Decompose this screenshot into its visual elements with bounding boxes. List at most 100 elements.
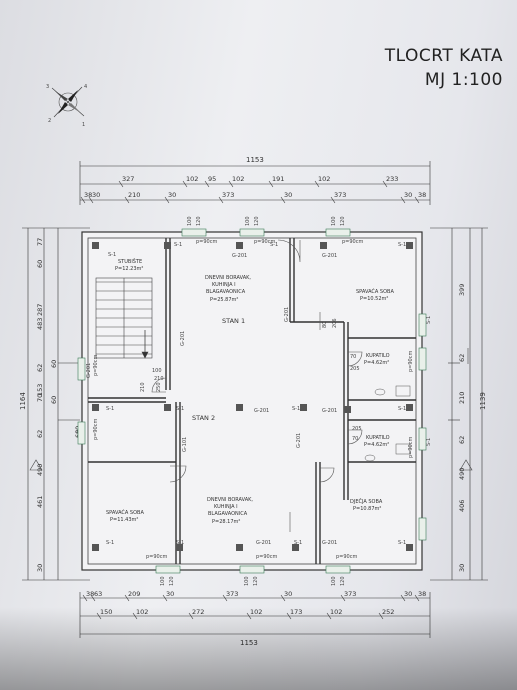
svg-text:BLAGAVAONICA: BLAGAVAONICA xyxy=(206,289,246,295)
svg-text:P=4.62m²: P=4.62m² xyxy=(364,360,389,366)
tag-window-height: 120 xyxy=(340,216,346,226)
dim-tick xyxy=(124,196,130,204)
dim-tick xyxy=(188,612,194,620)
tag-s1: S-1 xyxy=(426,316,432,324)
dim-value: 233 xyxy=(386,175,398,183)
room-djecja: DJEČJA SOBA P=10.87m² xyxy=(350,498,383,512)
dim-tick xyxy=(286,612,292,620)
dim-value: 63 xyxy=(94,590,102,598)
tag-g201: G-201 xyxy=(322,408,337,414)
tag-window-height: 120 xyxy=(169,576,175,586)
svg-text:2: 2 xyxy=(48,118,51,124)
dim-tick xyxy=(96,612,102,620)
dim-value: 373 xyxy=(334,191,346,199)
dim-value: 102 xyxy=(186,175,198,183)
dim-value: 252 xyxy=(382,608,394,616)
tag-g201: G-201 xyxy=(86,363,92,378)
tag-door-width: 100 xyxy=(152,368,162,374)
tag-p90: p=90cm xyxy=(408,437,414,458)
tag-window-height: 120 xyxy=(253,576,259,586)
dim-value: 38 xyxy=(418,191,426,199)
svg-text:SPAVAĆA SOBA: SPAVAĆA SOBA xyxy=(356,288,394,295)
dim-tick xyxy=(218,196,224,204)
north-arrow-icon: 3 4 2 1 xyxy=(46,84,87,128)
dim-value: 70 xyxy=(36,394,44,402)
column-pillar xyxy=(344,406,351,413)
tag-door-width: 80 xyxy=(322,322,328,328)
dim-value: 30 xyxy=(458,564,466,572)
dim-tick xyxy=(80,196,86,204)
tag-p90: p=90cm xyxy=(93,355,99,376)
dim-tick xyxy=(228,180,234,188)
dim-value: 373 xyxy=(222,191,234,199)
column-pillar xyxy=(406,404,413,411)
windows xyxy=(77,228,427,574)
dim-value: 483 xyxy=(36,318,44,330)
tag-g101: G-101 xyxy=(182,437,188,452)
tag-door-height: 205 xyxy=(350,366,360,372)
svg-text:KUPATILO: KUPATILO xyxy=(366,353,390,359)
column-pillar xyxy=(300,404,307,411)
dim-value: 173 xyxy=(290,608,302,616)
dim-tick xyxy=(378,612,384,620)
dim-tick xyxy=(88,196,94,204)
tag-g201: G-201 xyxy=(322,253,337,259)
room-kupatilo-1: KUPATILO P=4.62m² xyxy=(364,353,390,366)
columns xyxy=(92,242,413,551)
dim-value: 38 xyxy=(86,590,94,598)
doors xyxy=(151,239,363,532)
dim-value: 62 xyxy=(458,436,466,444)
dim-value: 77 xyxy=(36,238,44,246)
dim-tick xyxy=(82,594,88,602)
svg-text:4: 4 xyxy=(84,84,87,90)
dim-value: 209 xyxy=(128,590,140,598)
tag-p90: p=90cm xyxy=(408,351,414,372)
svg-text:P=10.52m²: P=10.52m² xyxy=(360,296,388,302)
dim-tick xyxy=(330,196,336,204)
dim-tick xyxy=(164,196,170,204)
dim-value: 102 xyxy=(136,608,148,616)
tag-window-width: 100 xyxy=(187,216,193,226)
dim-value: 30 xyxy=(284,191,292,199)
dim-left-total: 1164 xyxy=(19,392,27,410)
dim-value: 490 xyxy=(458,468,466,480)
column-pillar xyxy=(92,544,99,551)
dim-bottom-total: 1153 xyxy=(240,639,258,647)
tag-s1: S-1 xyxy=(398,242,406,248)
section-marker-left-icon xyxy=(29,459,43,471)
tag-window-height: 120 xyxy=(196,216,202,226)
dim-tick xyxy=(182,180,188,188)
svg-text:P=12.23m²: P=12.23m² xyxy=(115,266,143,272)
dim-tick xyxy=(118,180,124,188)
dim-tick xyxy=(246,612,252,620)
tag-window-width: 100 xyxy=(245,216,251,226)
tag-s1: S-1 xyxy=(398,406,406,412)
label-stan-2: STAN 2 xyxy=(192,414,215,422)
label-stan-1: STAN 1 xyxy=(222,317,245,325)
tag-door-height: 205 xyxy=(352,426,362,432)
svg-text:P=25.87m²: P=25.87m² xyxy=(210,297,238,303)
tag-g201: G-201 xyxy=(284,307,290,322)
dim-tick xyxy=(382,180,388,188)
dim-value: 153 xyxy=(36,384,44,396)
tag-p90: p=90cm xyxy=(254,239,275,245)
room-stubiste: STUBIŠTE P=12.23m² xyxy=(115,258,143,272)
tag-window-width: 100 xyxy=(331,576,337,586)
dim-tick xyxy=(90,594,96,602)
column-pillar xyxy=(292,544,299,551)
top-dimensions xyxy=(79,161,431,205)
bathroom-fixtures xyxy=(364,385,411,462)
column-pillar xyxy=(406,242,413,249)
tag-s1: S-1 xyxy=(106,406,114,412)
dim-value: 373 xyxy=(344,590,356,598)
dim-value: 62 xyxy=(36,364,44,372)
tag-g201: G-201 xyxy=(254,408,269,414)
svg-text:KUPATILO: KUPATILO xyxy=(366,435,390,441)
tag-door-width: 70 xyxy=(352,436,358,442)
dim-value: 272 xyxy=(192,608,204,616)
svg-text:P=10.87m²: P=10.87m² xyxy=(353,506,381,512)
